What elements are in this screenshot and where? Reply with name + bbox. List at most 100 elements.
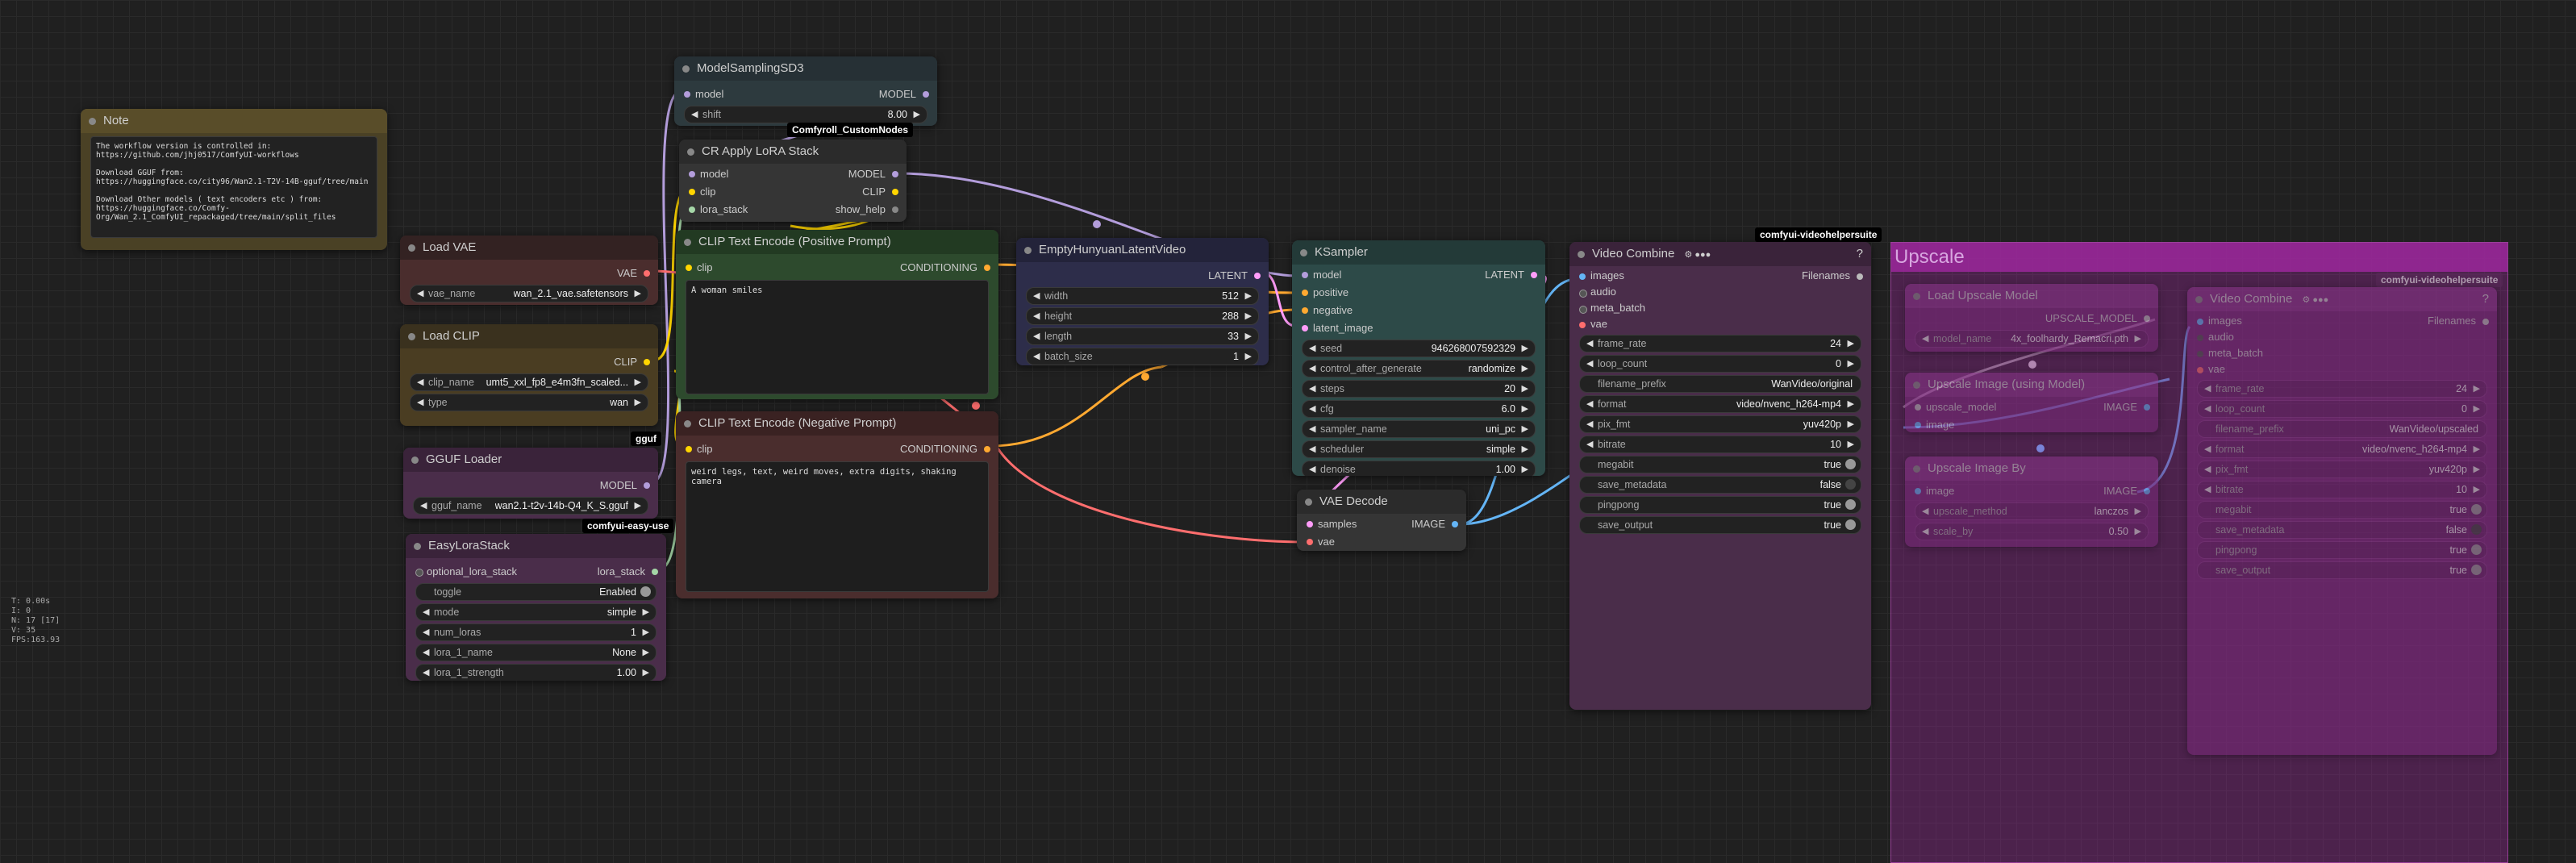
note-text[interactable]: The workflow version is controlled in: h… xyxy=(90,136,377,238)
arrow-left-icon[interactable]: ◀ xyxy=(1309,444,1316,454)
output-latent-socket[interactable] xyxy=(1531,272,1537,278)
arrow-left-icon[interactable]: ◀ xyxy=(1309,465,1316,474)
input-vae-socket[interactable] xyxy=(1307,539,1313,545)
input-image-socket[interactable] xyxy=(1915,422,1921,428)
toggle-knob-icon[interactable] xyxy=(2471,504,2482,515)
upscale-with-model-node[interactable]: Upscale Image (using Model) upscale_mode… xyxy=(1905,373,2158,432)
arrow-right-icon[interactable]: ▶ xyxy=(2473,384,2480,394)
toggle-knob-icon[interactable] xyxy=(2471,544,2482,555)
arrow-right-icon[interactable]: ▶ xyxy=(642,607,649,617)
arrow-right-icon[interactable]: ▶ xyxy=(2473,444,2480,454)
collapse-dot-icon[interactable] xyxy=(1913,381,1920,389)
upscale-with-title-bar[interactable]: Upscale Image (using Model) xyxy=(1905,373,2158,397)
vae-decode-title-bar[interactable]: VAE Decode xyxy=(1297,490,1466,514)
arrow-right-icon[interactable]: ▶ xyxy=(1521,424,1528,434)
arrow-right-icon[interactable]: ▶ xyxy=(634,501,641,511)
video-combine-title-bar[interactable]: Video Combine ⚙ ●●● ? xyxy=(1569,242,1871,266)
output-vae-socket[interactable] xyxy=(644,270,650,277)
arrow-right-icon[interactable]: ▶ xyxy=(1847,339,1854,348)
arrow-left-icon[interactable]: ◀ xyxy=(2204,444,2211,454)
arrow-right-icon[interactable]: ▶ xyxy=(634,377,641,387)
arrow-left-icon[interactable]: ◀ xyxy=(1309,344,1316,353)
arrow-right-icon[interactable]: ▶ xyxy=(634,398,641,407)
collapse-dot-icon[interactable] xyxy=(408,333,415,340)
vc2-title-bar[interactable]: Video Combine ⚙ ●●● ? xyxy=(2187,287,2497,311)
output-conditioning-socket[interactable] xyxy=(984,446,990,452)
empty-latent-title-bar[interactable]: EmptyHunyuanLatentVideo xyxy=(1016,238,1269,262)
input-images-socket[interactable] xyxy=(1579,273,1586,280)
gguf-loader-title-bar[interactable]: GGUF Loader xyxy=(403,448,658,472)
input-latent-image-socket[interactable] xyxy=(1302,325,1308,331)
arrow-left-icon[interactable]: ◀ xyxy=(2204,404,2211,414)
arrow-right-icon[interactable]: ▶ xyxy=(2473,485,2480,494)
input-upscale-model-socket[interactable] xyxy=(1915,404,1921,411)
collapse-dot-icon[interactable] xyxy=(1300,249,1307,256)
arrow-right-icon[interactable]: ▶ xyxy=(1244,331,1252,341)
input-positive-socket[interactable] xyxy=(1302,290,1308,296)
load-upscale-title-bar[interactable]: Load Upscale Model xyxy=(1905,284,2158,308)
arrow-left-icon[interactable]: ◀ xyxy=(423,627,430,637)
arrow-right-icon[interactable]: ▶ xyxy=(2473,465,2480,474)
collapse-dot-icon[interactable] xyxy=(682,65,690,73)
arrow-left-icon[interactable]: ◀ xyxy=(1922,334,1929,344)
arrow-left-icon[interactable]: ◀ xyxy=(691,110,698,119)
input-audio-socket[interactable] xyxy=(1579,290,1587,298)
cr-lora-title-bar[interactable]: CR Apply LoRA Stack xyxy=(679,140,907,164)
arrow-right-icon[interactable]: ▶ xyxy=(1521,404,1528,414)
toggle-knob-icon[interactable] xyxy=(2471,524,2482,535)
arrow-right-icon[interactable]: ▶ xyxy=(1244,352,1252,361)
arrow-left-icon[interactable]: ◀ xyxy=(1309,384,1316,394)
collapse-dot-icon[interactable] xyxy=(684,420,691,427)
arrow-right-icon[interactable]: ▶ xyxy=(1847,359,1854,369)
group-title[interactable]: Upscale xyxy=(1891,243,2507,272)
output-clip-socket[interactable] xyxy=(892,189,898,195)
input-negative-socket[interactable] xyxy=(1302,307,1308,314)
collapse-dot-icon[interactable] xyxy=(687,148,694,156)
note-title-bar[interactable]: Note xyxy=(81,109,387,133)
load-upscale-model-node[interactable]: Load Upscale Model UPSCALE_MODEL ◀model_… xyxy=(1905,284,2158,352)
arrow-left-icon[interactable]: ◀ xyxy=(1033,352,1040,361)
upscale-by-title-bar[interactable]: Upscale Image By xyxy=(1905,457,2158,481)
input-clip-socket[interactable] xyxy=(686,265,692,271)
arrow-left-icon[interactable]: ◀ xyxy=(1586,399,1594,409)
arrow-right-icon[interactable]: ▶ xyxy=(1521,444,1528,454)
arrow-left-icon[interactable]: ◀ xyxy=(1309,404,1316,414)
arrow-left-icon[interactable]: ◀ xyxy=(1586,359,1594,369)
arrow-left-icon[interactable]: ◀ xyxy=(1922,527,1929,536)
collapse-dot-icon[interactable] xyxy=(408,244,415,252)
arrow-left-icon[interactable]: ◀ xyxy=(1033,311,1040,321)
